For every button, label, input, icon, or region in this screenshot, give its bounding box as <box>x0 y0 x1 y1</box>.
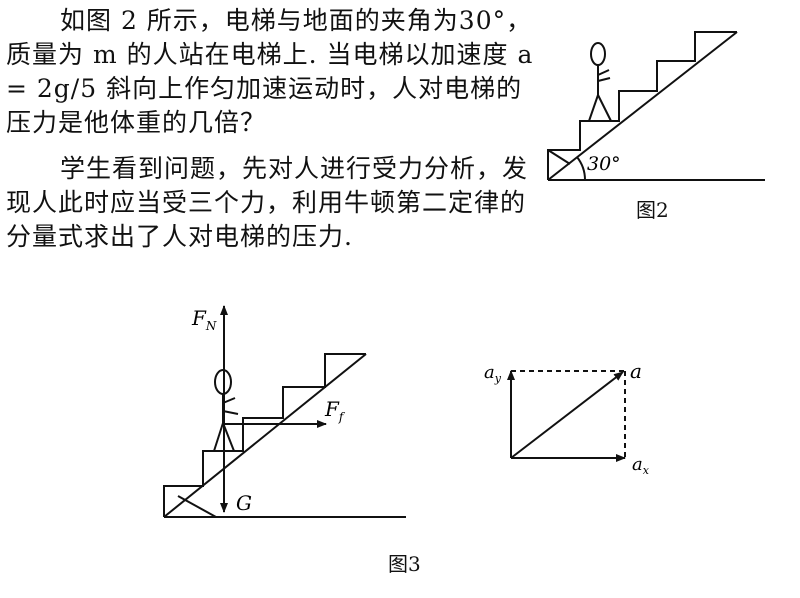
figure2-person-head <box>590 42 606 66</box>
friction-force-label: Ff <box>324 397 346 424</box>
figure2-stairs <box>547 31 737 180</box>
figure2-incline-line <box>547 31 738 181</box>
figure2-caption: 图2 <box>636 198 669 222</box>
figure3-step-bottom-corner <box>177 495 217 518</box>
ax-label: ax <box>632 454 650 477</box>
figure3-stairs <box>163 353 366 517</box>
figure3-caption: 图3 <box>388 552 421 576</box>
a-arrow <box>510 371 624 459</box>
figure3-incline-line <box>163 353 367 518</box>
figure3-escalator <box>163 353 406 518</box>
figure2-angle-label: 30° <box>587 153 621 175</box>
figure2-step-bottom-corner <box>547 149 571 165</box>
figure2-angle-arc <box>576 156 587 181</box>
figure2-escalator <box>547 31 765 181</box>
figure3-stick-person <box>213 369 239 452</box>
ay-label: ay <box>484 362 502 385</box>
figure3-forces <box>220 305 327 513</box>
figure2-stick-person <box>588 42 612 122</box>
gravity-force-label: G <box>236 491 252 515</box>
a-label: a <box>630 359 642 383</box>
acceleration-diagram <box>507 370 626 462</box>
normal-force-label: FN <box>191 306 217 333</box>
problem-paragraph-2: 学生看到问题，先对人进行受力分析，发现人此时应当受三个力，利用牛顿第二定律的分量… <box>6 154 529 251</box>
problem-paragraph-1: 如图 2 所示，电梯与地面的夹角为30°，质量为 m 的人站在电梯上. 当电梯以… <box>6 6 534 137</box>
